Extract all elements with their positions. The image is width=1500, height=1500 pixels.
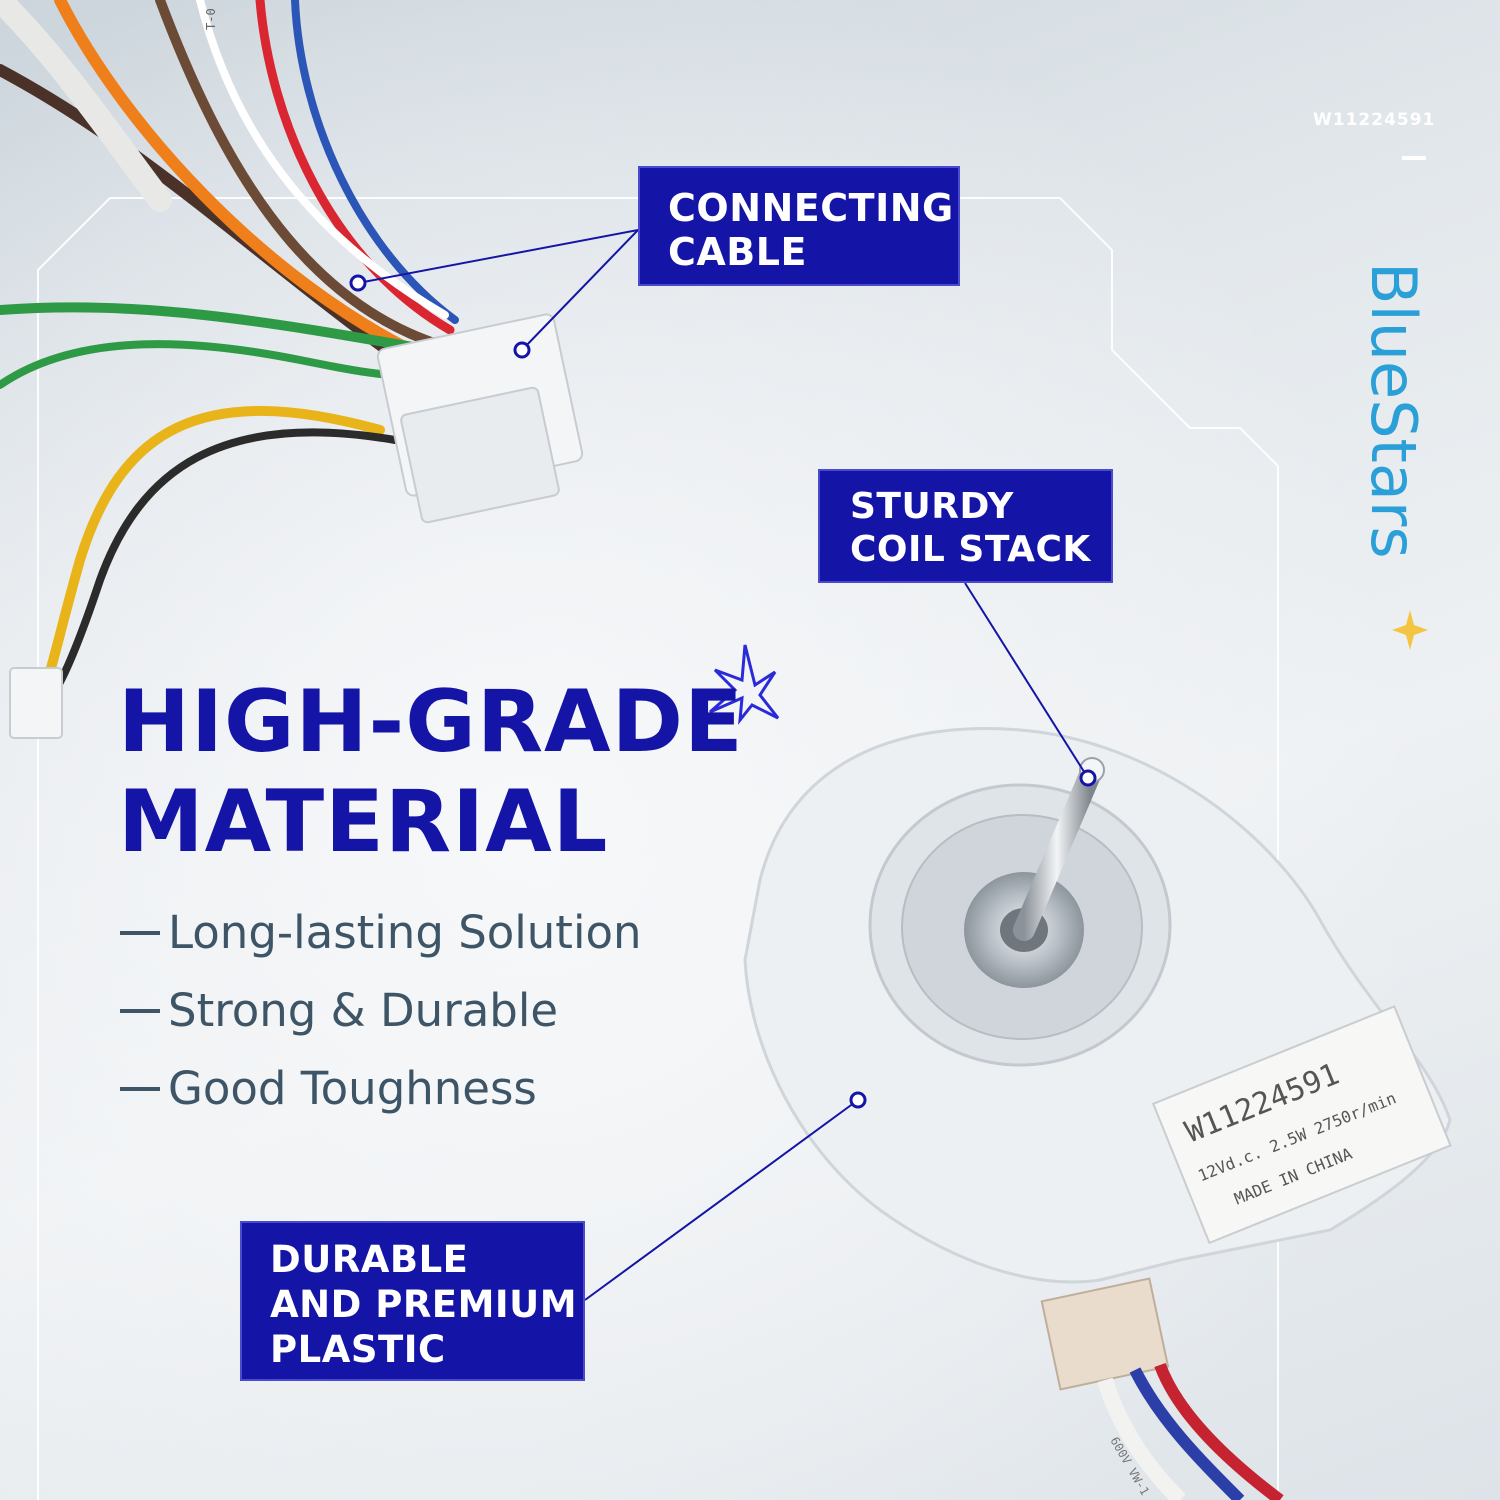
callout-plastic: DURABLE AND PREMIUM PLASTIC [240,1221,585,1381]
callout-line: COIL STACK [850,529,1091,570]
model-code: W11224591 [1313,110,1436,130]
callout-line: DURABLE [270,1238,469,1281]
callout-leaders [357,229,1089,1301]
callout-line: STURDY [850,486,1014,527]
top-wire-print: T-0 [204,8,218,30]
feature-text: Long-lasting Solution [168,906,642,959]
callout-dots [349,274,1097,1109]
dash-icon [120,1086,160,1091]
feature-text: Good Toughness [168,1062,537,1115]
headline: HIGH-GRADE MATERIAL [118,672,744,872]
feature-text: Strong & Durable [168,984,559,1037]
callout-line: CONNECTING [668,186,954,230]
callout-line: PLASTIC [270,1328,446,1371]
brand-logo: BlueStars [1357,262,1430,559]
brand-star-icon [1392,610,1428,650]
feature-item: Good Toughness [120,1062,537,1115]
fan-motor: W11224591 12Vd.c. 2.5W 2750r/min MADE IN… [743,727,1452,1500]
sparkle-icon [709,644,780,725]
feature-item: Strong & Durable [120,984,558,1037]
frame-lines [37,197,1279,1500]
callout-coil-stack: STURDY COIL STACK [818,469,1113,583]
callout-line: AND PREMIUM [270,1283,578,1326]
headline-line: MATERIAL [118,772,609,872]
model-code-dash [1402,156,1426,160]
dash-icon [120,1008,160,1013]
wire-connector [9,313,584,739]
callout-line: CABLE [668,230,807,274]
dash-icon [120,930,160,935]
callout-connecting-cable: CONNECTING CABLE [638,166,960,286]
feature-item: Long-lasting Solution [120,906,642,959]
headline-line: HIGH-GRADE [118,672,744,772]
